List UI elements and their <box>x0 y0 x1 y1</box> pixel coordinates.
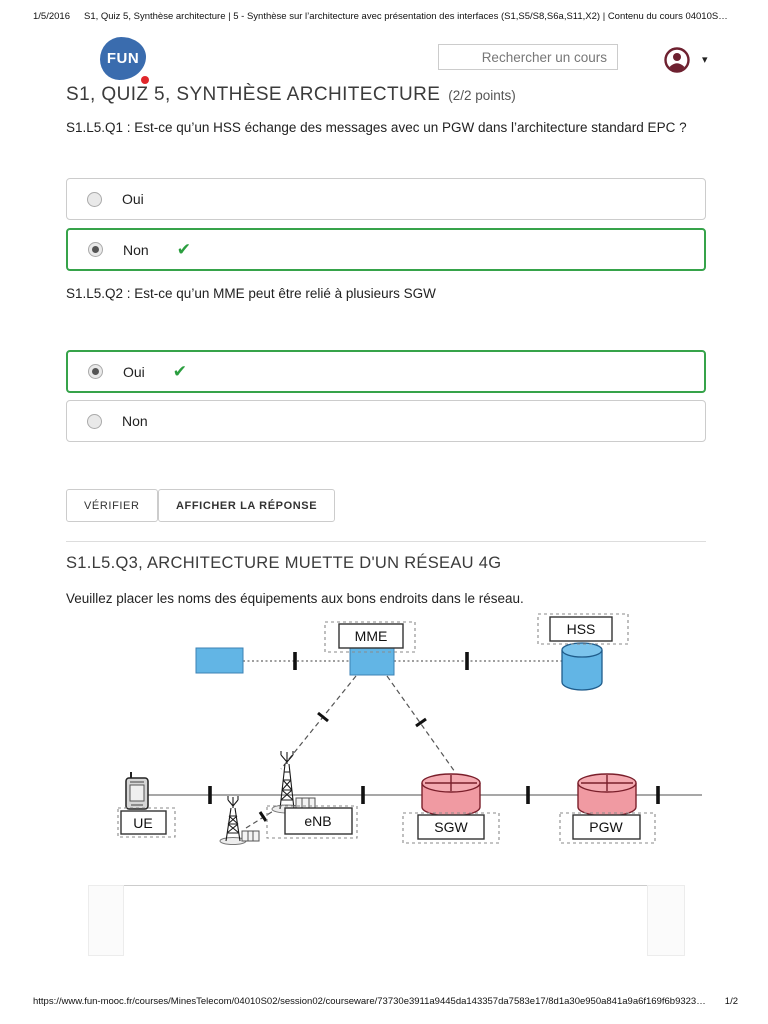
radio-selected-icon[interactable] <box>88 364 103 379</box>
page-title: S1, QUIZ 5, SYNTHÈSE ARCHITECTURE (2/2 po… <box>66 84 516 106</box>
quiz-points: (2/2 points) <box>448 88 516 103</box>
section-divider <box>66 541 706 542</box>
ue-label: UE <box>133 815 152 831</box>
quiz-title: S1, QUIZ 5, SYNTHÈSE ARCHITECTURE <box>66 84 441 105</box>
question-3-title: S1.L5.Q3, ARCHITECTURE MUETTE D'UN RÉSEA… <box>66 554 502 572</box>
user-avatar-icon[interactable] <box>663 46 691 74</box>
option-label: Non <box>122 413 148 429</box>
q1-option-oui[interactable]: Oui <box>66 178 706 220</box>
interface-tick <box>258 811 268 822</box>
enb-tower-big-icon <box>271 751 316 814</box>
verify-button[interactable]: VÉRIFIER <box>66 489 158 522</box>
hss-cylinder-icon <box>561 642 603 691</box>
sgw-label: SGW <box>434 819 468 835</box>
option-label: Non <box>123 241 149 258</box>
print-title: S1, Quiz 5, Synthèse architecture | 5 - … <box>83 11 728 22</box>
hss-label: HSS <box>567 621 596 637</box>
network-diagram: MME HSS UE eNB SGW PGW <box>117 613 702 845</box>
answer-bank-right-panel <box>647 885 685 956</box>
interface-tick <box>317 711 329 723</box>
search-input[interactable] <box>438 44 618 70</box>
caret-down-icon[interactable]: ▾ <box>702 54 708 66</box>
print-date: 1/5/2016 <box>33 11 70 22</box>
question-3-instruction: Veuillez placer les noms des équipements… <box>66 591 524 606</box>
option-label: Oui <box>123 363 145 380</box>
answer-bank-left-panel <box>88 885 124 956</box>
mme-label-box[interactable]: MME <box>324 621 416 653</box>
sgw-label-box[interactable]: SGW <box>402 812 500 844</box>
radio-unselected-icon[interactable] <box>87 413 102 429</box>
print-footer: https://www.fun-mooc.fr/courses/MinesTel… <box>33 996 738 1007</box>
answer-bank-area <box>124 885 647 956</box>
fun-logo-red-dot-icon <box>141 76 149 84</box>
ue-phone-icon <box>125 772 149 810</box>
radio-selected-icon[interactable] <box>88 242 103 257</box>
sgw-cylinder-icon <box>421 773 481 817</box>
radio-unselected-icon[interactable] <box>87 191 102 207</box>
q1-option-non[interactable]: Non ✔ <box>66 228 706 271</box>
correct-check-icon: ✔ <box>176 239 191 259</box>
q2-option-oui[interactable]: Oui ✔ <box>66 350 706 393</box>
print-url: https://www.fun-mooc.fr/courses/MinesTel… <box>33 996 706 1007</box>
interface-tick <box>415 717 427 728</box>
mme-sgw-link <box>386 675 456 773</box>
q2-option-non[interactable]: Non <box>66 400 706 442</box>
mme-label: MME <box>355 628 388 644</box>
question-1-text: S1.L5.Q1 : Est-ce qu’un HSS échange des … <box>66 120 687 135</box>
enb-label-box[interactable]: eNB <box>266 805 358 839</box>
pgw-label-box[interactable]: PGW <box>559 812 656 844</box>
pgw-cylinder-icon <box>577 773 637 817</box>
ue-label-box[interactable]: UE <box>117 807 176 838</box>
option-label: Oui <box>122 191 144 207</box>
fun-logo-text: FUN <box>106 50 140 67</box>
hss-label-box[interactable]: HSS <box>537 613 629 645</box>
mme-enb-link <box>280 675 357 770</box>
print-header: 1/5/2016 S1, Quiz 5, Synthèse architectu… <box>33 11 738 22</box>
question-2-text: S1.L5.Q2 : Est-ce qu’un MME peut être re… <box>66 286 436 301</box>
show-answer-button[interactable]: AFFICHER LA RÉPONSE <box>158 489 336 522</box>
print-page-number: 1/2 <box>724 996 738 1007</box>
enb-tower-small-icon <box>219 796 260 845</box>
enb-cabinet-icon <box>241 830 260 842</box>
pgw-label: PGW <box>589 819 623 835</box>
fun-logo-blob: FUN <box>100 37 146 80</box>
unlabeled-blue-node <box>195 647 244 674</box>
enb-label: eNB <box>304 813 331 829</box>
fun-logo[interactable]: FUN <box>100 37 150 84</box>
correct-check-icon: ✔ <box>172 361 188 381</box>
